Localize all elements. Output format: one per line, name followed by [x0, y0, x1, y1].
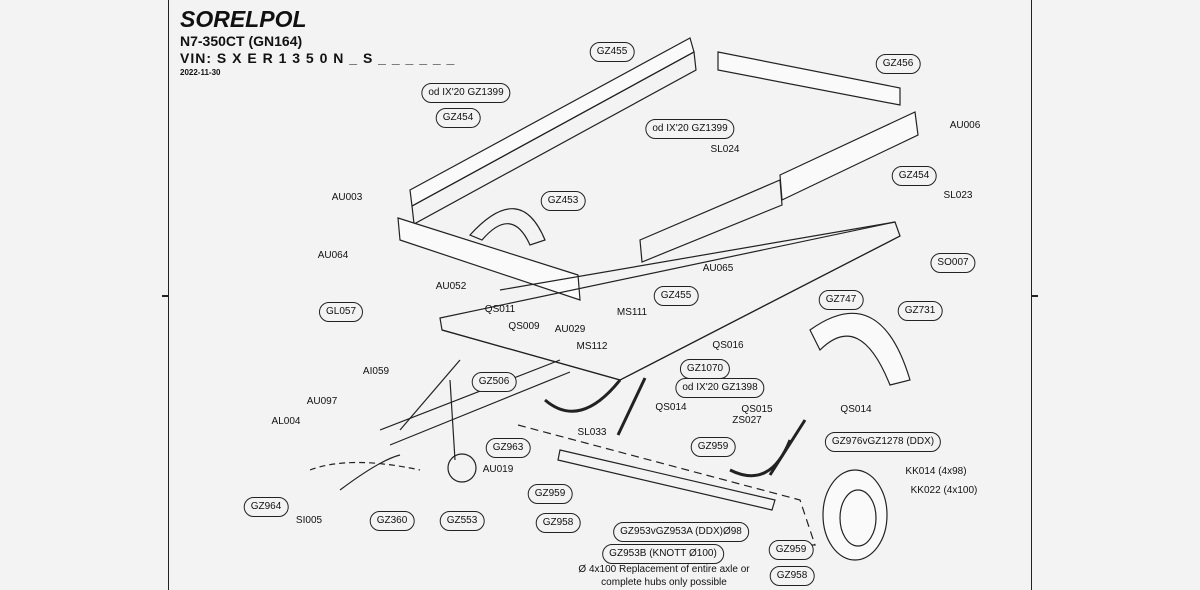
- jockey-wheel-post: [449, 379, 456, 461]
- part-callout: QS011: [484, 304, 516, 315]
- part-callout: AU019: [482, 464, 514, 475]
- part-callout: SL023: [943, 190, 973, 201]
- part-callout: GZ959: [768, 540, 814, 560]
- part-callout: AU065: [702, 263, 734, 274]
- part-callout: AU097: [306, 396, 338, 407]
- part-callout: AL004: [271, 416, 301, 427]
- rear-board: [717, 51, 901, 106]
- part-callout: AU052: [435, 281, 467, 292]
- part-callout: GZ959: [527, 484, 573, 504]
- side-board-front-lower: [411, 51, 697, 225]
- part-callout: GZ360: [369, 511, 415, 531]
- part-callout: GZ731: [897, 301, 943, 321]
- part-callout: GZ455: [589, 42, 635, 62]
- part-callout: SL033: [577, 427, 607, 438]
- part-callout: GZ454: [891, 166, 937, 186]
- part-callout: GZ455: [653, 286, 699, 306]
- part-callout: AU064: [317, 250, 349, 261]
- part-callout: AI059: [362, 366, 390, 377]
- part-callout: QS014: [840, 404, 872, 415]
- part-callout: AU029: [554, 324, 586, 335]
- part-callout: GZ958: [535, 513, 581, 533]
- frame-tick: [1032, 295, 1038, 297]
- side-board-inner: [639, 179, 783, 263]
- shock-absorber: [616, 377, 647, 436]
- axle-note-line-1: Ø 4x100 Replacement of entire axle or: [578, 564, 750, 575]
- part-callout: QS015: [741, 404, 773, 415]
- frame-tick: [162, 295, 168, 297]
- part-callout: od IX'20 GZ1399: [421, 83, 511, 103]
- part-callout: GZ959: [690, 437, 736, 457]
- part-callout: GZ454: [435, 108, 481, 128]
- axle-beam: [557, 449, 776, 511]
- road-wheel: [822, 469, 888, 561]
- part-callout: od IX'20 GZ1399: [645, 119, 735, 139]
- part-callout: SO007: [930, 253, 976, 273]
- shock-absorber: [768, 419, 807, 476]
- drawing-frame: [168, 0, 1032, 590]
- part-callout: SL024: [710, 144, 740, 155]
- model-name: N7-350CT (GN164): [180, 33, 303, 49]
- cable: [339, 454, 401, 491]
- part-callout: SI005: [295, 515, 323, 526]
- part-callout: KK014 (4x98): [905, 466, 967, 477]
- part-callout: QS009: [508, 321, 540, 332]
- part-callout: QS014: [655, 402, 687, 413]
- part-callout: GZ963: [485, 438, 531, 458]
- wheel-fender: [468, 208, 546, 246]
- brand-title: SORELPOL: [180, 6, 307, 32]
- part-callout: GZ958: [769, 566, 815, 586]
- part-callout: GZ976vGZ1278 (DDX): [824, 432, 942, 452]
- axle-note-line-2: complete hubs only possible: [601, 577, 727, 588]
- wheel-rim: [839, 489, 877, 547]
- front-board: [397, 217, 581, 301]
- cable-outline: [309, 461, 421, 471]
- document-date: 2022-11-30: [180, 68, 221, 77]
- part-callout: GZ1070: [679, 359, 731, 379]
- side-board-right: [779, 111, 919, 201]
- part-callout: GZ964: [243, 497, 289, 517]
- part-callout: MS112: [576, 341, 608, 352]
- part-callout: GL057: [318, 302, 364, 322]
- drawbar: [389, 371, 571, 446]
- part-callout: AU006: [949, 120, 981, 131]
- wheel-fender-right: [809, 312, 911, 386]
- part-callout: GZ953vGZ953A (DDX)Ø98: [613, 522, 749, 542]
- part-callout: GZ553: [439, 511, 485, 531]
- part-callout: GZ953B (KNOTT Ø100): [602, 544, 724, 564]
- drawbar-brace: [399, 359, 461, 431]
- jockey-wheel: [447, 453, 477, 483]
- part-callout: GZ456: [875, 54, 921, 74]
- chassis-rail: [441, 329, 621, 381]
- chassis-rail: [619, 235, 901, 381]
- part-callout: od IX'20 GZ1398: [675, 378, 765, 398]
- drawbar: [379, 359, 561, 431]
- part-callout: AU003: [331, 192, 363, 203]
- chassis-rail: [499, 221, 896, 291]
- part-callout: GZ747: [818, 290, 864, 310]
- part-callout: ZS027: [732, 415, 762, 426]
- part-callout: GZ453: [540, 191, 586, 211]
- vin-number: VIN: S X E R 1 3 5 0 N _ S _ _ _ _ _ _: [180, 50, 456, 66]
- leaf-spring: [544, 379, 622, 413]
- part-callout: MS111: [616, 307, 648, 318]
- part-callout: QS016: [712, 340, 744, 351]
- part-callout: KK022 (4x100): [910, 485, 978, 496]
- part-callout: GZ506: [471, 372, 517, 392]
